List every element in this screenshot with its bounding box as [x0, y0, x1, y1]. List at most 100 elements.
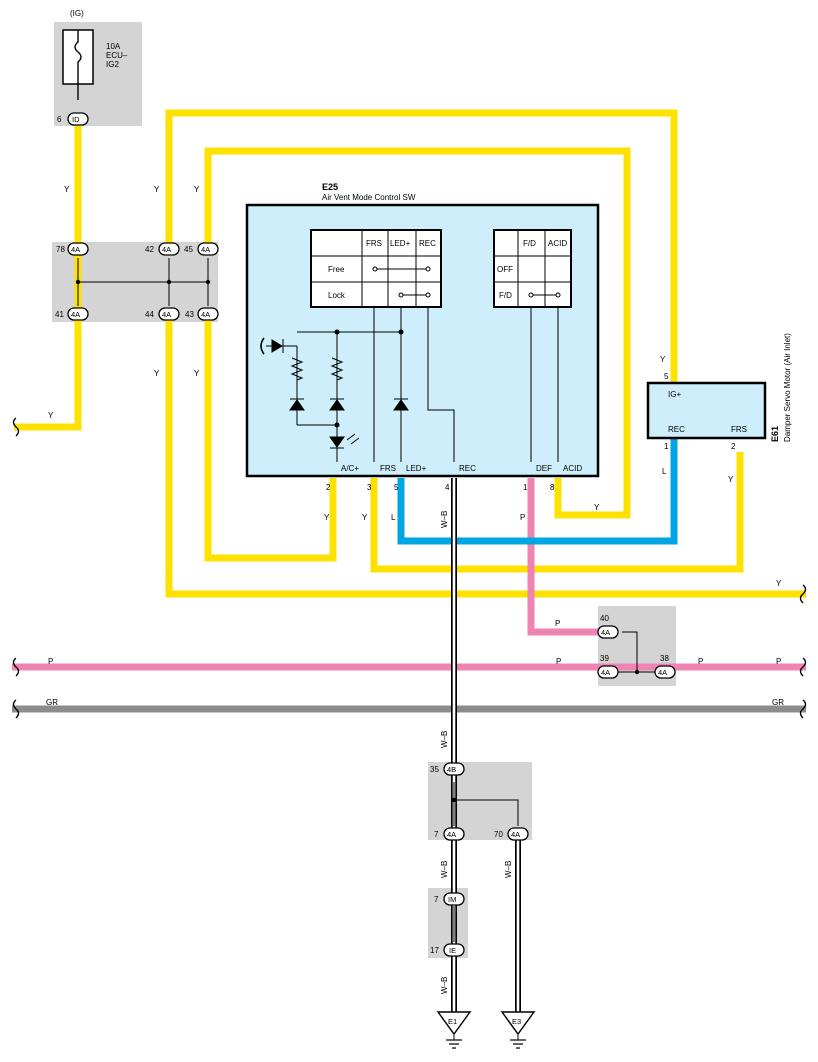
- connector-4a-45: 4A 45: [184, 242, 219, 256]
- svg-text:38: 38: [660, 654, 669, 663]
- terminal-ac-plus: A/C+: [341, 464, 359, 473]
- switch-name: Air Vent Mode Control SW: [322, 193, 416, 202]
- wire-ac-plus: [204, 312, 337, 562]
- motor-pin-rec: 1: [664, 442, 669, 451]
- svg-text:4A: 4A: [601, 668, 610, 677]
- svg-text:43: 43: [185, 310, 194, 319]
- switch-e25: E25 Air Vent Mode Control SW FRS LED+ RE…: [245, 182, 600, 492]
- table1-row-lock: Lock: [328, 291, 346, 300]
- svg-text:78: 78: [56, 245, 65, 254]
- other-wires: [12, 437, 806, 713]
- wire-color-labels: Y Y Y Y Y Y Y Y Y Y Y Y L L P P P P P P …: [46, 185, 784, 994]
- terminal-def: DEF: [536, 464, 552, 473]
- motor-terminal-rec: REC: [668, 425, 685, 434]
- label-wb-2: W–B: [440, 731, 449, 748]
- table2-row-off: OFF: [497, 265, 513, 274]
- label-y-8: Y: [594, 503, 600, 512]
- svg-text:42: 42: [145, 245, 154, 254]
- table1-row-free: Free: [328, 265, 345, 274]
- switch-table-frs: FRS LED+ REC Free Lock: [310, 229, 442, 308]
- connector-4a-78: 4A 78: [56, 242, 89, 256]
- led-icon: [329, 436, 345, 448]
- svg-text:IM: IM: [448, 895, 456, 904]
- pin-acid: 8: [550, 483, 555, 492]
- connector-4a-42: 4A 42: [145, 242, 180, 256]
- motor-pin-ig: 5: [664, 372, 669, 381]
- table2-header-acid: ACID: [548, 239, 567, 248]
- label-wb-1: W–B: [440, 511, 449, 528]
- fuse: (IG) 10A ECU– IG2: [62, 9, 128, 100]
- svg-text:4A: 4A: [162, 310, 171, 319]
- fuse-name-line2: IG2: [106, 60, 119, 69]
- wire-ecu-ig2-feed: [14, 126, 82, 431]
- connector-ie: IE 17: [430, 943, 465, 957]
- label-y-10: Y: [362, 513, 368, 522]
- label-p-6: P: [776, 657, 781, 666]
- svg-text:4A: 4A: [162, 245, 171, 254]
- label-y-2: Y: [154, 185, 160, 194]
- svg-text:39: 39: [600, 654, 609, 663]
- connector-4a-7: 4A 7: [434, 827, 465, 841]
- label-y-4: Y: [154, 369, 160, 378]
- label-wb-3: W–B: [440, 861, 449, 878]
- svg-text:7: 7: [434, 895, 439, 904]
- connector-4a-39: 4A 39: [597, 654, 619, 679]
- svg-text:4A: 4A: [658, 668, 667, 677]
- ground-e1-triangle: [436, 1011, 472, 1036]
- switch-code: E25: [322, 182, 338, 192]
- label-y-5: Y: [194, 369, 200, 378]
- terminal-led-plus: LED+: [406, 464, 427, 473]
- label-y-12: Y: [776, 579, 782, 588]
- label-p-1: P: [520, 513, 525, 522]
- pin-frs: 3: [367, 483, 372, 492]
- label-p-3: P: [48, 657, 53, 666]
- connector-4a-44: 4A 44: [145, 307, 180, 321]
- svg-text:41: 41: [55, 310, 64, 319]
- ground-e1-label: E1: [448, 1017, 457, 1026]
- table1-header-led: LED+: [390, 239, 411, 248]
- motor-name: Damper Servo Motor (Air Inlet): [783, 333, 792, 442]
- terminal-acid: ACID: [563, 464, 582, 473]
- svg-text:6: 6: [57, 115, 62, 124]
- svg-text:45: 45: [184, 245, 193, 254]
- label-p-2: P: [555, 619, 560, 628]
- junction-block-4b: [428, 762, 532, 840]
- label-p-5: P: [698, 657, 703, 666]
- wire-led-rec: [397, 437, 678, 545]
- svg-text:4A: 4A: [201, 310, 210, 319]
- wire-frs: [370, 452, 744, 573]
- label-gr-1: GR: [46, 698, 58, 707]
- svg-text:70: 70: [494, 830, 503, 839]
- pin-led-plus: 5: [394, 483, 399, 492]
- junction-boxes: [52, 22, 676, 958]
- table1-header-frs: FRS: [366, 239, 382, 248]
- svg-text:4A: 4A: [447, 830, 456, 839]
- label-l-2: L: [662, 467, 667, 476]
- fuse-name-line1: ECU–: [106, 51, 128, 60]
- svg-text:17: 17: [430, 946, 439, 955]
- motor-terminal-frs: FRS: [731, 425, 747, 434]
- connector-4a-40: 4A 40: [597, 614, 619, 639]
- junction-dots: [75, 279, 640, 803]
- connector-4a-70: 4A 70: [494, 827, 529, 841]
- svg-text:4A: 4A: [601, 628, 610, 637]
- connector-im: IM 7: [434, 892, 465, 906]
- label-wb-5: W–B: [440, 977, 449, 994]
- svg-text:IE: IE: [449, 946, 456, 955]
- motor-pin-frs: 2: [731, 442, 736, 451]
- svg-text:7: 7: [434, 830, 439, 839]
- motor-code: E61: [770, 426, 780, 442]
- fuse-element-icon: [74, 30, 82, 84]
- switch-table-fd: F/D ACID OFF F/D: [493, 229, 572, 308]
- svg-text:4A: 4A: [71, 245, 80, 254]
- label-wb-4: W–B: [504, 861, 513, 878]
- label-p-4: P: [556, 657, 561, 666]
- svg-text:4A: 4A: [71, 310, 80, 319]
- wire-ig-bottom-bus: [165, 312, 806, 598]
- table2-header-fd: F/D: [523, 239, 536, 248]
- label-gr-2: GR: [772, 698, 784, 707]
- svg-text:4A: 4A: [201, 245, 210, 254]
- connector-4a-43: 4A 43: [185, 307, 219, 321]
- terminal-rec: REC: [459, 464, 476, 473]
